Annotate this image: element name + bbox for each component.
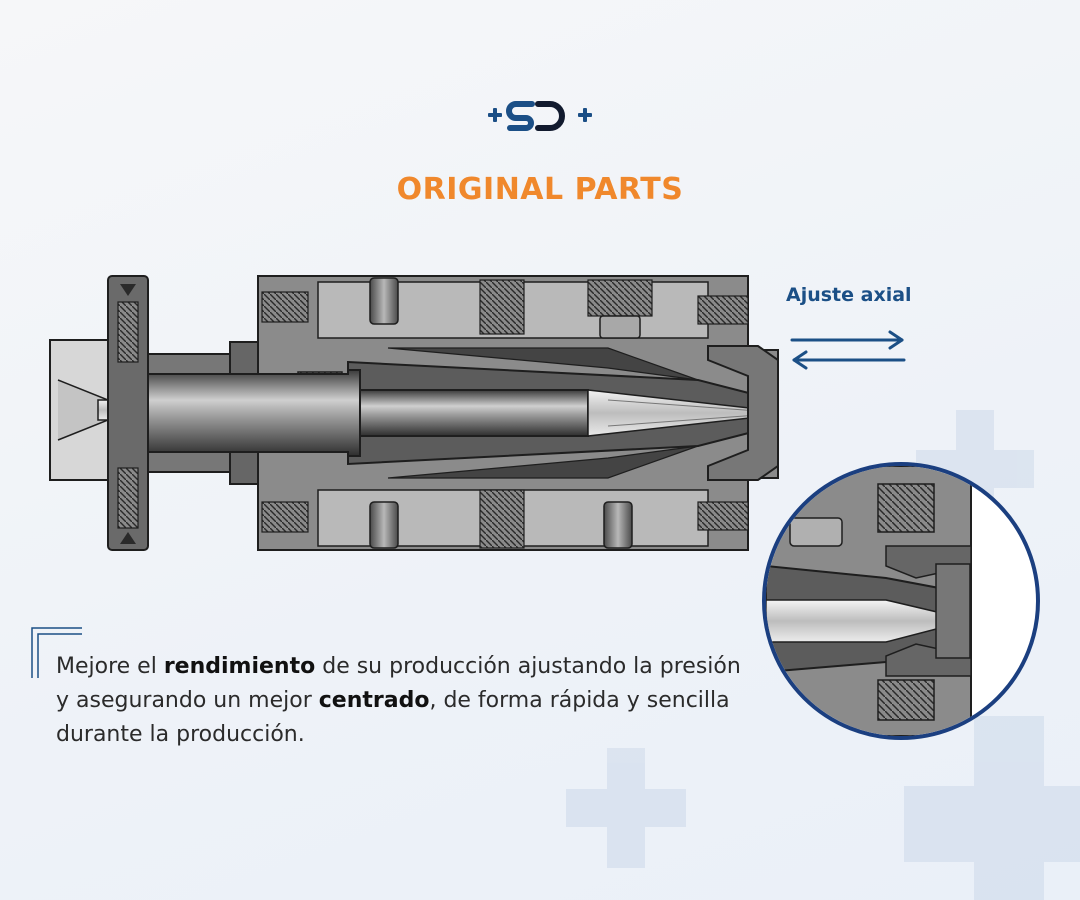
axial-adjustment-label: Ajuste axial xyxy=(786,284,912,306)
page-title: ORIGINAL PARTS xyxy=(396,172,684,207)
sd-plus-logo xyxy=(488,101,592,131)
zoom-detail-illustration xyxy=(766,466,972,736)
die-head-cross-section-illustration xyxy=(49,275,779,551)
background-cross-decoration xyxy=(566,748,686,868)
zoom-detail-circle xyxy=(762,462,1040,740)
background-cross-decoration xyxy=(904,716,1080,900)
description-text: Mejore el rendimiento de su producción a… xyxy=(56,654,741,747)
bidirectional-arrows-icon xyxy=(790,330,906,370)
quote-corner-decoration xyxy=(31,627,82,678)
